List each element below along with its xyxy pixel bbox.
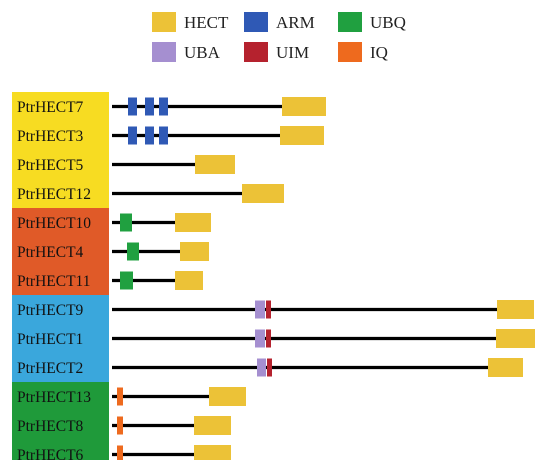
gene-label-ptrhect3: PtrHECT3 [17, 128, 84, 145]
legend-swatch-iq [338, 42, 362, 62]
legend-swatch-hect [152, 12, 176, 32]
gene-label-ptrhect13: PtrHECT13 [17, 389, 91, 406]
domain-hect [209, 387, 246, 406]
domain-uba [255, 329, 265, 348]
gene-row-ptrhect5: PtrHECT5 [17, 155, 235, 174]
domain-arm [145, 126, 154, 145]
domain-hect [194, 445, 231, 460]
domain-hect [195, 155, 235, 174]
gene-row-ptrhect1: PtrHECT1 [17, 329, 535, 348]
legend-swatch-arm [244, 12, 268, 32]
gene-label-ptrhect4: PtrHECT4 [17, 244, 84, 261]
gene-label-ptrhect7: PtrHECT7 [17, 99, 84, 116]
domain-hect [242, 184, 284, 203]
domain-ubq [120, 213, 132, 232]
domain-iq [117, 416, 123, 435]
gene-label-ptrhect1: PtrHECT1 [17, 331, 83, 348]
group-block-0 [12, 92, 109, 208]
legend-label-uba: UBA [184, 43, 221, 62]
domain-hect [175, 271, 203, 290]
domain-hect [496, 329, 535, 348]
gene-row-ptrhect4: PtrHECT4 [17, 242, 209, 261]
gene-row-ptrhect8: PtrHECT8 [17, 416, 231, 435]
domain-uba [255, 300, 265, 319]
domain-iq [117, 387, 123, 406]
domain-arm [128, 126, 137, 145]
domain-ubq [127, 242, 139, 261]
domain-hect [497, 300, 534, 319]
domain-hect [175, 213, 211, 232]
domain-arm [159, 97, 168, 116]
gene-label-ptrhect12: PtrHECT12 [17, 186, 91, 203]
gene-row-ptrhect12: PtrHECT12 [17, 184, 284, 203]
gene-label-ptrhect2: PtrHECT2 [17, 360, 83, 377]
domain-arm [128, 97, 137, 116]
gene-label-ptrhect10: PtrHECT10 [17, 215, 91, 232]
legend-swatch-uim [244, 42, 268, 62]
gene-label-ptrhect11: PtrHECT11 [17, 273, 90, 290]
legend-label-ubq: UBQ [370, 13, 406, 32]
group-block-1 [12, 208, 109, 295]
domain-hect [194, 416, 231, 435]
legend-swatch-uba [152, 42, 176, 62]
domain-ubq [120, 271, 133, 290]
domain-uim [266, 329, 271, 348]
group-block-3 [12, 382, 109, 460]
gene-rows: PtrHECT7PtrHECT3PtrHECT5PtrHECT12PtrHECT… [17, 97, 535, 460]
domain-hect [180, 242, 209, 261]
group-block-2 [12, 295, 109, 382]
gene-row-ptrhect11: PtrHECT11 [17, 271, 203, 290]
domain-hect [280, 126, 324, 145]
legend-label-arm: ARM [276, 13, 315, 32]
domain-iq [117, 445, 123, 460]
gene-row-ptrhect3: PtrHECT3 [17, 126, 324, 145]
legend-label-hect: HECT [184, 13, 229, 32]
gene-label-ptrhect9: PtrHECT9 [17, 302, 84, 319]
gene-label-ptrhect6: PtrHECT6 [17, 447, 84, 460]
legend-label-uim: UIM [276, 43, 309, 62]
gene-row-ptrhect13: PtrHECT13 [17, 387, 246, 406]
gene-row-ptrhect7: PtrHECT7 [17, 97, 326, 116]
gene-row-ptrhect10: PtrHECT10 [17, 213, 211, 232]
legend-swatch-ubq [338, 12, 362, 32]
domain-arm [145, 97, 154, 116]
gene-label-ptrhect8: PtrHECT8 [17, 418, 84, 435]
domain-uim [267, 358, 272, 377]
gene-row-ptrhect6: PtrHECT6 [17, 445, 231, 460]
domain-uba [257, 358, 266, 377]
legend: HECT ARM UBQ UBA UIM IQ [152, 12, 406, 62]
domain-uim [266, 300, 271, 319]
gene-row-ptrhect2: PtrHECT2 [17, 358, 523, 377]
gene-row-ptrhect9: PtrHECT9 [17, 300, 534, 319]
domain-hect [488, 358, 523, 377]
legend-label-iq: IQ [370, 43, 388, 62]
gene-label-ptrhect5: PtrHECT5 [17, 157, 84, 174]
domain-hect [282, 97, 326, 116]
domain-arm [159, 126, 168, 145]
group-blocks [12, 92, 109, 460]
